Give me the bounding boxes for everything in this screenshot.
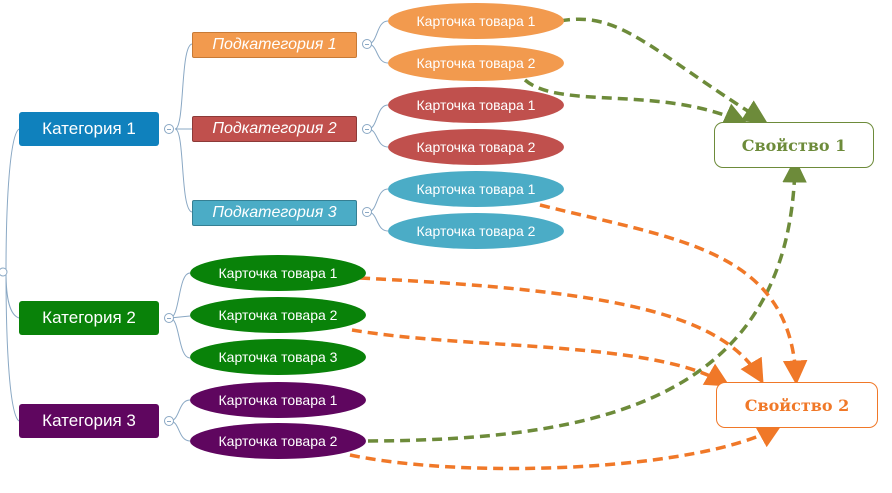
arrow-cat2-card2-to-property2 xyxy=(351,328,731,387)
collapse-toggle-category-1[interactable] xyxy=(164,124,174,134)
cat2-card-3[interactable]: Карточка товара 3 xyxy=(190,339,366,375)
sub2-card-2[interactable]: Карточка товара 2 xyxy=(388,129,564,165)
arrow-sub1-card2-to-property1 xyxy=(523,78,749,126)
property-2-node[interactable]: Свойство 2 xyxy=(716,382,878,428)
collapse-toggle-category-2[interactable] xyxy=(164,313,174,323)
cat3-card-1[interactable]: Карточка товара 1 xyxy=(190,382,366,418)
collapse-toggle-subcategory-3[interactable] xyxy=(362,207,372,217)
arrow-sub3-card1-to-property2 xyxy=(539,203,808,385)
collapse-toggle-category-3[interactable] xyxy=(164,416,174,426)
subcategory-2-node[interactable]: Подкатегория 2 xyxy=(192,116,357,142)
arrow-cat3-card2-to-property1 xyxy=(367,158,807,443)
arrow-cat3-card2-to-property2-lower xyxy=(349,424,783,471)
cat3-card-2[interactable]: Карточка товара 2 xyxy=(190,423,366,459)
property-1-node[interactable]: Свойство 1 xyxy=(714,122,874,168)
collapse-toggle-subcategory-2[interactable] xyxy=(362,124,372,134)
category-3-node[interactable]: Категория 3 xyxy=(19,404,159,438)
arrow-cat2-card1-to-property2 xyxy=(359,276,764,385)
sub1-card-1[interactable]: Карточка товара 1 xyxy=(388,3,564,39)
cat2-card-2[interactable]: Карточка товара 2 xyxy=(190,297,366,333)
subcategory-3-node[interactable]: Подкатегория 3 xyxy=(192,200,357,226)
category-1-node[interactable]: Категория 1 xyxy=(19,112,159,146)
tree-connectors xyxy=(0,20,389,442)
relation-arrows xyxy=(349,17,808,471)
cat2-card-1[interactable]: Карточка товара 1 xyxy=(190,255,366,291)
sub3-card-1[interactable]: Карточка товара 1 xyxy=(388,171,564,207)
arrow-sub1-card1-to-property1 xyxy=(559,17,768,124)
sub3-card-2[interactable]: Карточка товара 2 xyxy=(388,213,564,249)
sub2-card-1[interactable]: Карточка товара 1 xyxy=(388,87,564,123)
category-2-node[interactable]: Категория 2 xyxy=(19,301,159,335)
subcategory-1-node[interactable]: Подкатегория 1 xyxy=(192,32,357,58)
collapse-toggle-subcategory-1[interactable] xyxy=(362,39,372,49)
sub1-card-2[interactable]: Карточка товара 2 xyxy=(388,45,564,81)
